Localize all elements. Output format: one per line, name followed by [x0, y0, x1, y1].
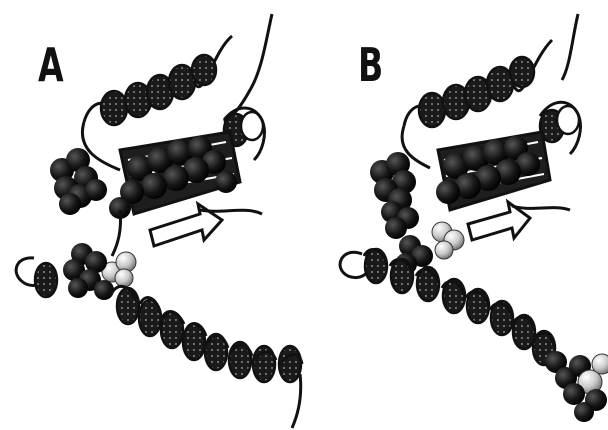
spheres-left-cluster — [370, 152, 419, 239]
coil-top — [562, 14, 578, 80]
helix-upper — [404, 40, 552, 127]
coil-top — [224, 14, 272, 122]
helix-upper — [84, 36, 232, 125]
spheres-bottom-right-cluster — [545, 351, 608, 422]
helix-long-lower — [364, 249, 555, 365]
helix-right — [540, 102, 580, 154]
protein-structure-b — [304, 0, 608, 430]
spheres-light-cluster — [432, 222, 464, 259]
protein-structure-a — [0, 0, 304, 430]
